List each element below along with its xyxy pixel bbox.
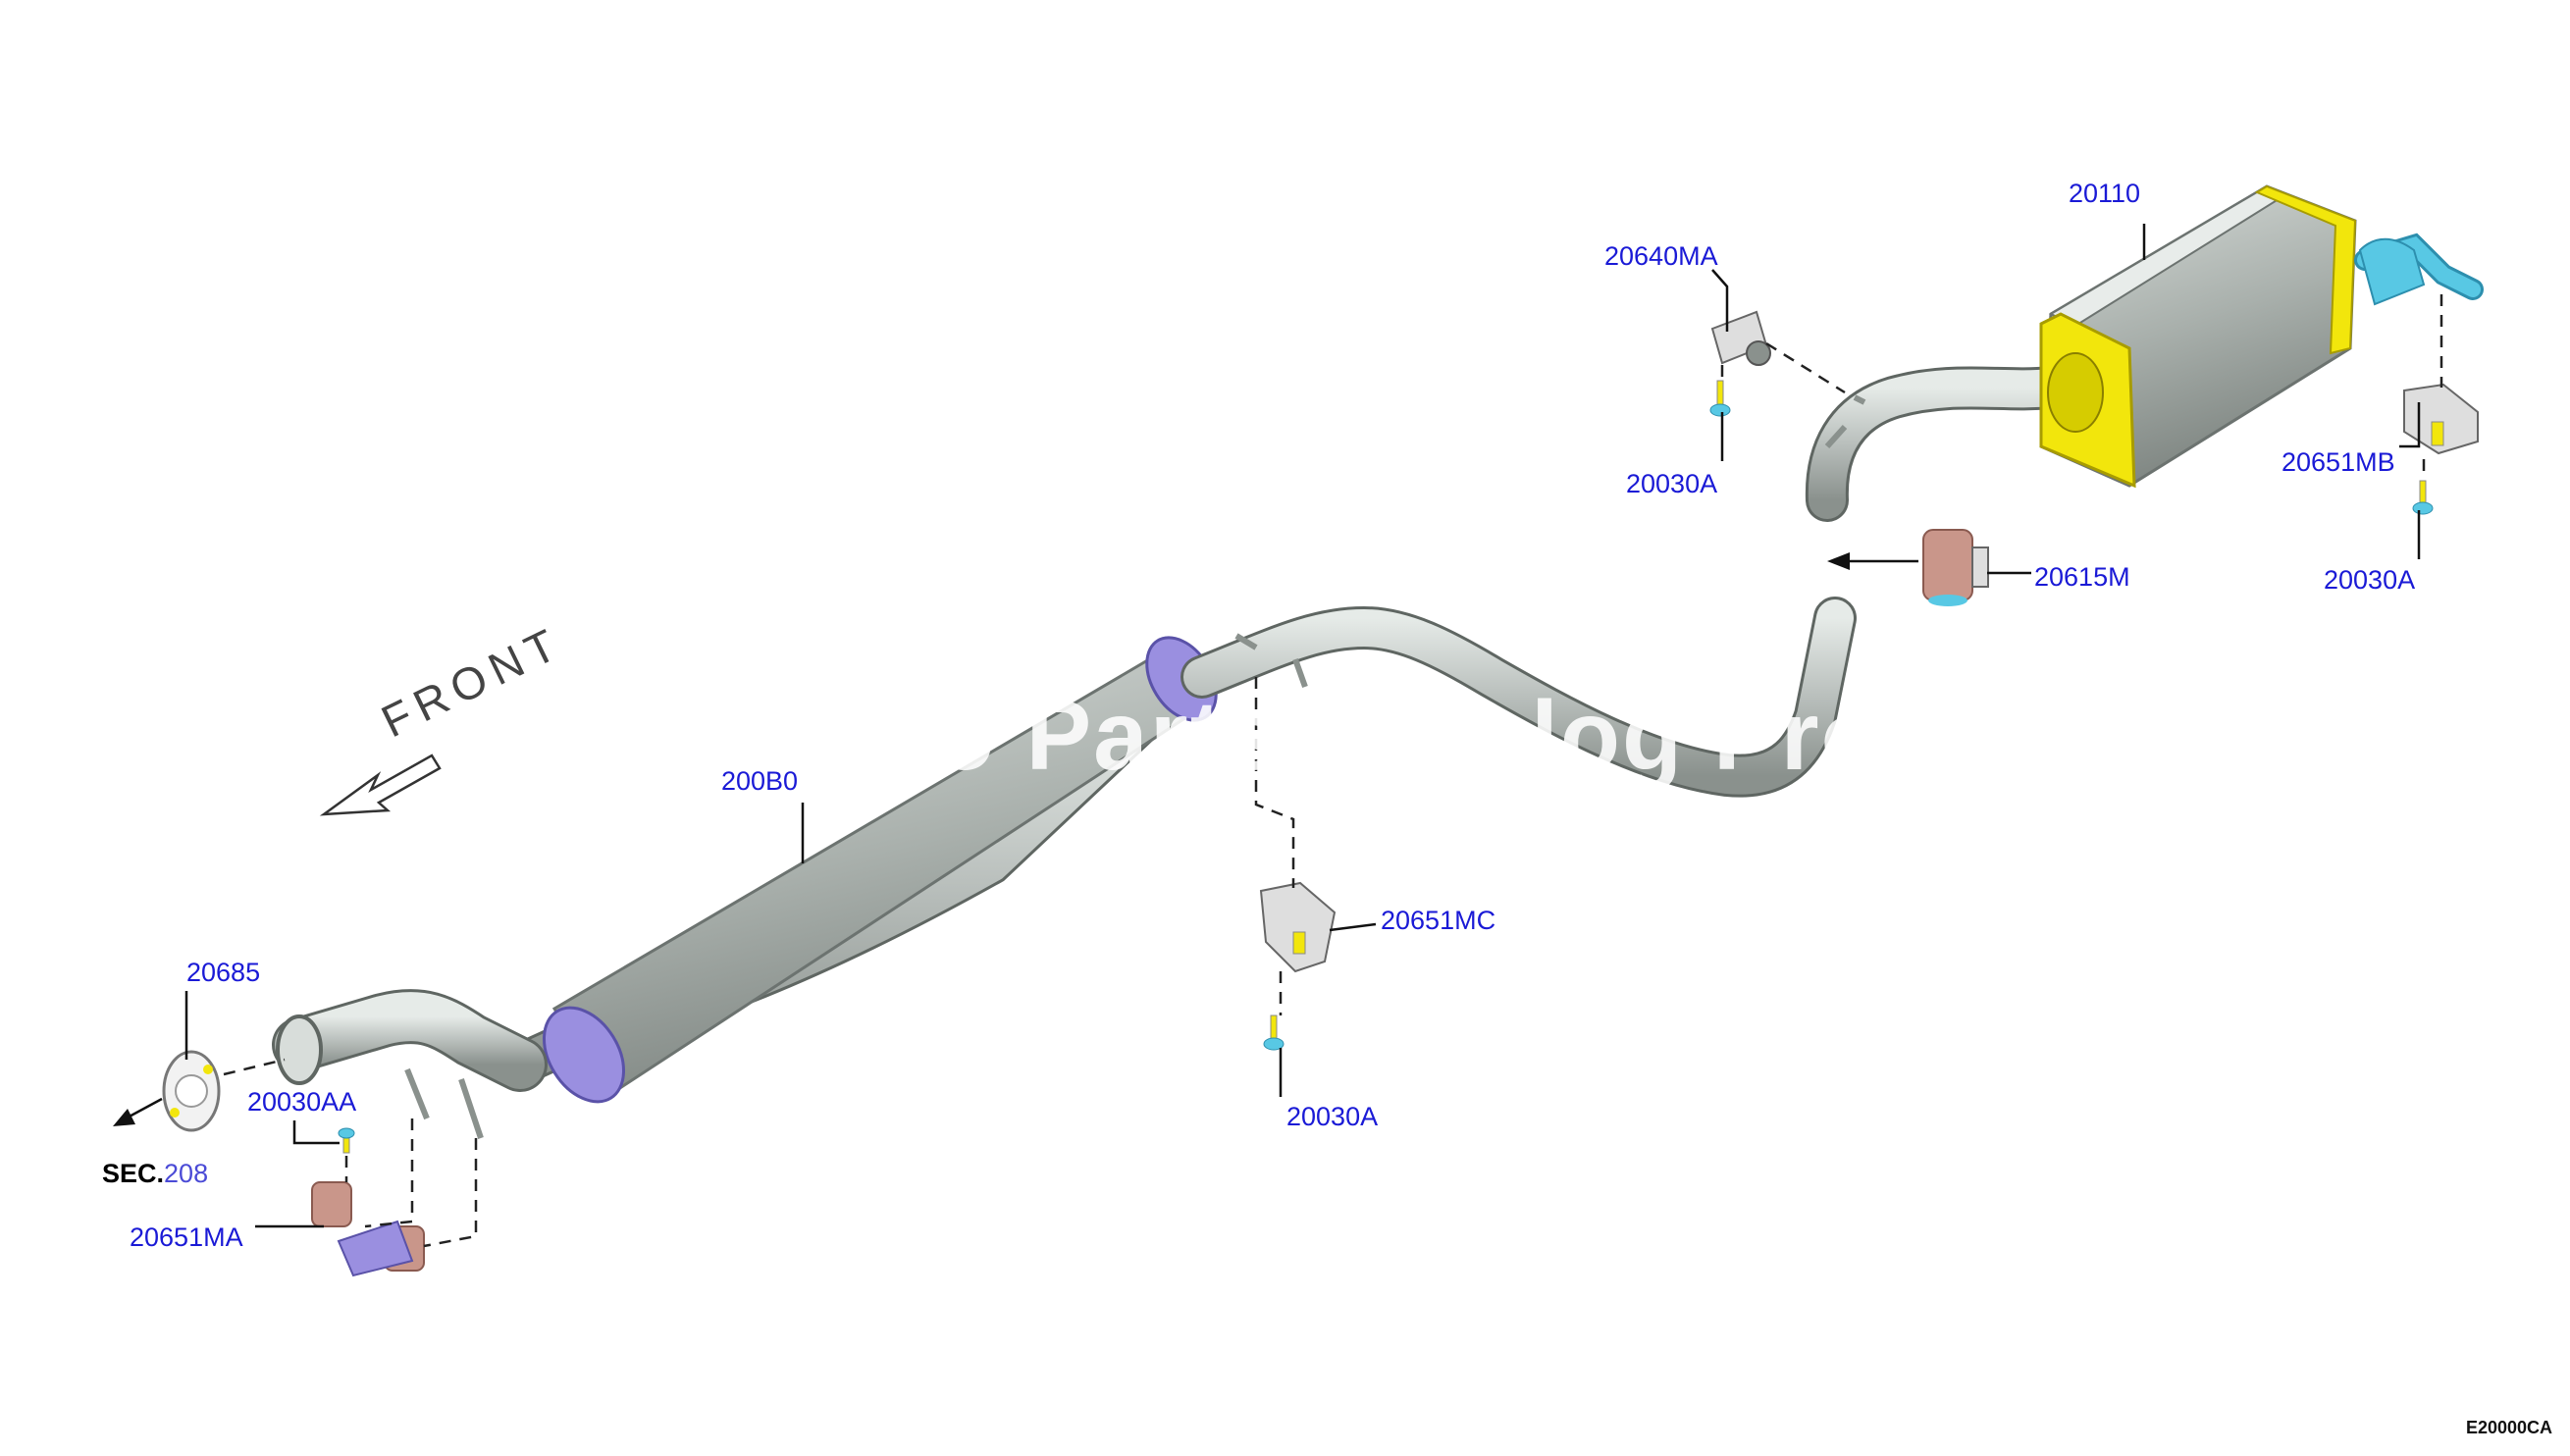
rear-pipe [1805,366,2072,522]
bolt-20030A-lower [1263,1014,1285,1051]
callout-20030A-upper[interactable]: 20030A [1626,469,1718,498]
watermark: Auto Parts Catalog Pro [765,681,1883,791]
front-arrow-icon [319,754,442,816]
callout-20030A-right[interactable]: 20030A [2324,565,2416,595]
hanger-20651MB [2403,383,2479,455]
callout-20110[interactable]: 20110 [2069,179,2141,208]
leader-lines [184,224,2421,1228]
rear-muffler [2039,184,2357,489]
hanger-20651MA [311,1181,425,1277]
callout-20030A-lower[interactable]: 20030A [1286,1102,1379,1131]
clamp-20615M [1922,529,1989,606]
drawing-code: E20000CA [2465,1418,2552,1437]
callout-20651MA[interactable]: 20651MA [130,1222,243,1252]
clamp-position-arrow [1827,552,1918,570]
section-reference: SEC.208 [102,1161,208,1187]
tail-pipe [2354,233,2484,306]
center-muffler [542,636,1218,1104]
dashed-lines [223,294,2443,1248]
hanger-20651MC [1259,881,1337,973]
callout-20640MA[interactable]: 20640MA [1604,241,1718,271]
bolt-20030A-right [2412,480,2434,515]
front-flange-pipe [272,989,548,1139]
hanger-20640MA [1710,310,1771,366]
callout-20615M[interactable]: 20615M [2034,562,2130,592]
callout-200B0[interactable]: 200B0 [721,766,799,796]
bolt-20030A-upper [1709,380,1731,417]
callout-20651MC[interactable]: 20651MC [1381,906,1496,935]
sec-arrow [113,1097,163,1126]
section-link[interactable]: 208 [164,1159,209,1188]
mid-pipe [1180,597,1857,798]
callout-20030AA[interactable]: 20030AA [247,1087,357,1117]
section-prefix: SEC. [102,1159,165,1188]
callout-20651MB[interactable]: 20651MB [2282,447,2395,477]
gasket [162,1050,221,1132]
callout-20685[interactable]: 20685 [186,958,261,987]
bolt-20030AA [338,1127,355,1154]
